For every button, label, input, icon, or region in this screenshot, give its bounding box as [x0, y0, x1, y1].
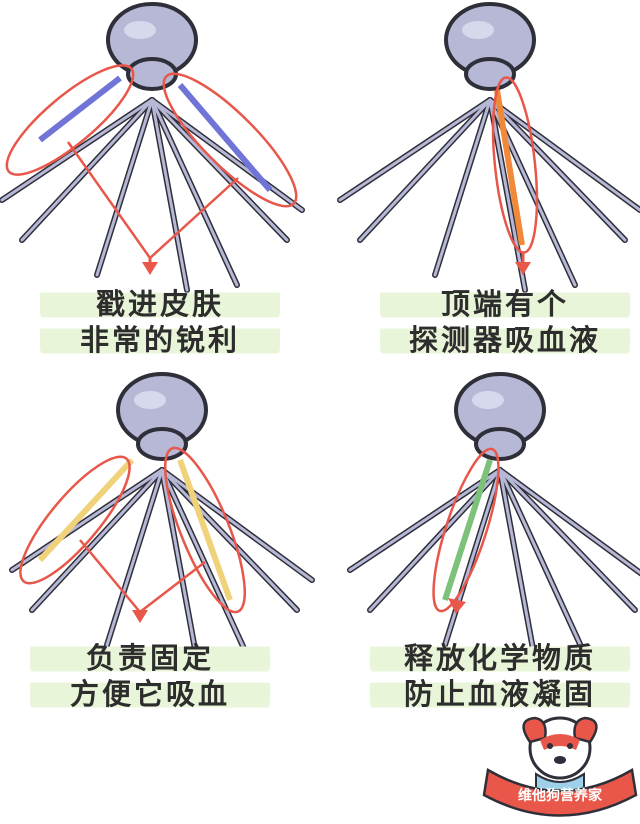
caption-2-line-2: 探测器吸血液 [380, 322, 630, 358]
brand-name: 维他狗营养家 [518, 787, 603, 804]
arrow-down-icon [515, 262, 531, 275]
red-loop-left [5, 64, 135, 176]
mouthpart-illustration-3 [12, 374, 312, 660]
caption-1-line-2: 非常的锐利 [40, 322, 280, 358]
red-loop-right [162, 72, 298, 208]
caption-3-line-2: 方便它吸血 [30, 676, 270, 712]
caption-3-line-1: 负责固定 [30, 640, 270, 676]
highlight-needle-right [177, 83, 273, 192]
caption-1: 戳进皮肤 非常的锐利 [40, 286, 280, 358]
red-loop-left [19, 455, 131, 585]
caption-2-line-1: 顶端有个 [380, 286, 630, 322]
arrow-down-icon [132, 610, 148, 623]
mascot-left-ear [522, 716, 547, 744]
mouthpart-illustration-2 [340, 4, 640, 290]
red-loop-center [491, 76, 539, 254]
highlight-needle-left [38, 75, 122, 143]
brand-ribbon [482, 768, 638, 817]
caption-4-line-1: 释放化学物质 [370, 640, 630, 676]
mascot-right-ear [573, 716, 598, 744]
highlight-needle-center [494, 89, 525, 246]
caption-1-line-1: 戳进皮肤 [40, 286, 280, 322]
arrow-icon [448, 598, 466, 614]
mascot-collar [535, 772, 585, 791]
highlight-needle-green [442, 459, 493, 601]
red-loop-right [163, 446, 247, 614]
caption-3: 负责固定 方便它吸血 [30, 640, 270, 712]
mouthpart-illustration-1 [2, 4, 302, 290]
arrow-down-icon [142, 262, 158, 275]
panel-2 [340, 4, 640, 290]
panel-1 [0, 4, 312, 290]
caption-4-line-2: 防止血液凝固 [370, 676, 630, 712]
mouthpart-illustration-4 [350, 374, 640, 660]
panel-3 [5, 374, 312, 660]
mascot-nose [554, 756, 566, 764]
caption-2: 顶端有个 探测器吸血液 [380, 286, 630, 358]
panel-4 [350, 374, 640, 660]
caption-4: 释放化学物质 防止血液凝固 [370, 640, 630, 712]
highlight-needle-left [37, 457, 135, 563]
brand-badge: 维他狗营养家 [482, 716, 638, 817]
highlight-needle-right [177, 458, 233, 602]
red-loop-green [432, 447, 500, 613]
